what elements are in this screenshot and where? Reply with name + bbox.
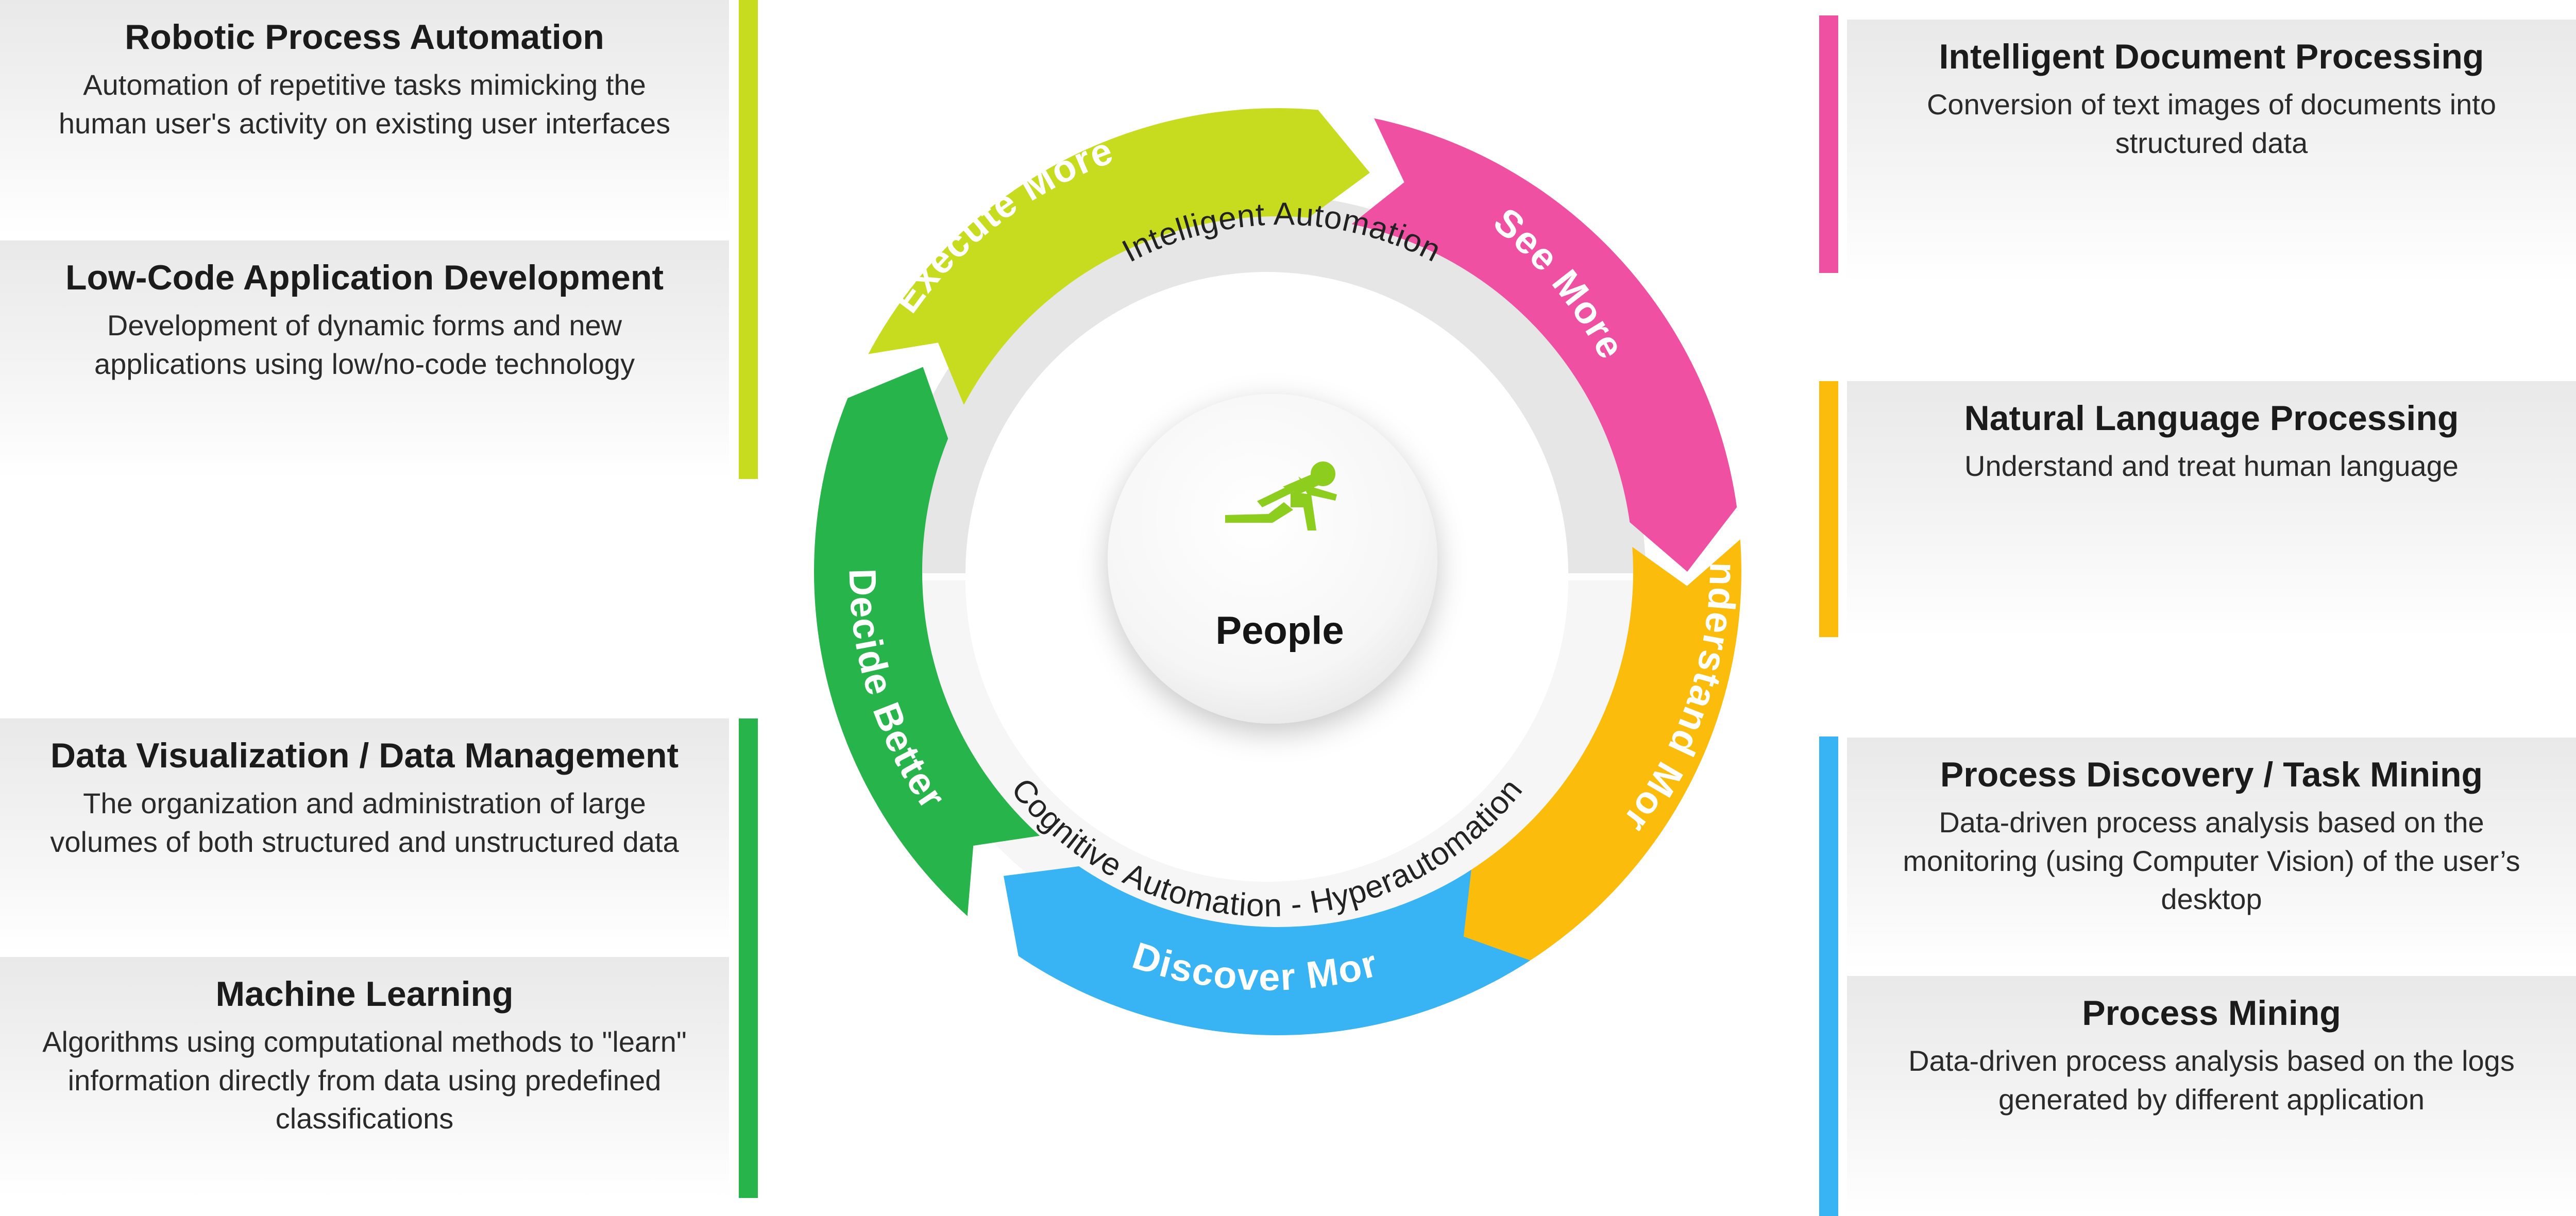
card-data-visualization: Data Visualization / Data Management The…	[0, 718, 729, 953]
card-description: Data-driven process analysis based on th…	[1903, 806, 2520, 916]
card-description: The organization and administration of l…	[50, 787, 679, 858]
lime-accent-bar	[739, 0, 758, 479]
wheel-segment-see-more	[1351, 118, 1737, 572]
card-title: Natural Language Processing	[1964, 399, 2459, 438]
card-title: Low-Code Application Development	[65, 258, 664, 297]
wheel-segment-execute-more	[868, 108, 1370, 405]
card-process-discovery: Process Discovery / Task Mining Data-dri…	[1847, 738, 2576, 969]
people-center-circle	[1108, 394, 1437, 724]
card-low-code-development: Low-Code Application Development Develop…	[0, 241, 729, 479]
wheel-segment-discover-more	[1004, 866, 1531, 1035]
pink-accent-bar	[1819, 15, 1838, 273]
card-title: Process Discovery / Task Mining	[1940, 755, 2483, 794]
card-natural-language-processing: Natural Language Processing Understand a…	[1847, 381, 2576, 637]
card-title: Process Mining	[2082, 994, 2341, 1033]
card-description: Algorithms using computational methods t…	[42, 1025, 687, 1135]
cognitive-automation-band	[888, 580, 1646, 959]
card-title: Data Visualization / Data Management	[50, 736, 679, 775]
card-robotic-process-automation: Robotic Process Automation Automation of…	[0, 0, 729, 234]
card-description: Development of dynamic forms and new app…	[94, 309, 635, 380]
wheel-segment-understand-more	[1444, 539, 1741, 965]
card-title: Machine Learning	[215, 974, 514, 1014]
wheel-segment-decide-better	[814, 367, 1040, 916]
card-description: Automation of repetitive tasks mimicking…	[58, 68, 671, 140]
people-label: People	[1215, 609, 1344, 653]
runner-icon	[1225, 461, 1337, 530]
blue-accent-bar	[1819, 737, 1838, 1216]
card-description: Understand and treat human language	[1964, 450, 2459, 483]
intelligent-automation-band	[888, 195, 1646, 573]
green-accent-bar	[739, 718, 758, 1198]
orange-accent-bar	[1819, 381, 1838, 637]
card-title: Robotic Process Automation	[125, 18, 604, 57]
card-title: Intelligent Document Processing	[1939, 37, 2484, 76]
card-process-mining: Process Mining Data-driven process analy…	[1847, 976, 2576, 1216]
card-description: Conversion of text images of documents i…	[1926, 88, 2496, 159]
card-machine-learning: Machine Learning Algorithms using comput…	[0, 957, 729, 1198]
card-intelligent-document-processing: Intelligent Document Processing Conversi…	[1847, 20, 2576, 282]
card-description: Data-driven process analysis based on th…	[1908, 1044, 2515, 1116]
